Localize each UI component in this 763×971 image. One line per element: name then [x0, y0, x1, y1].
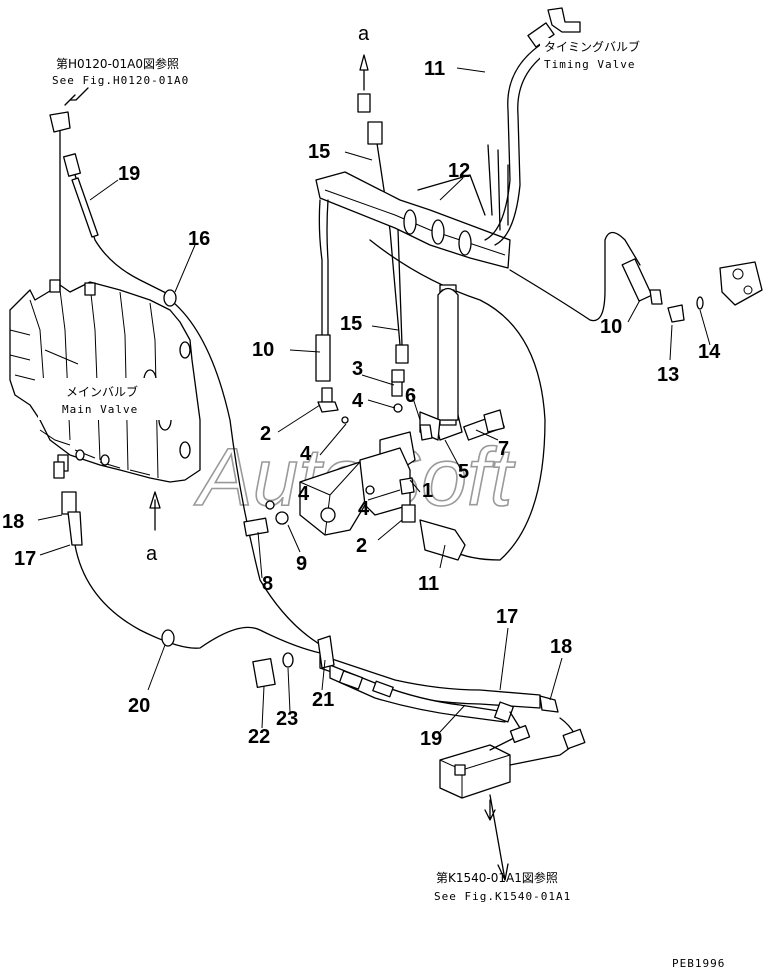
callout: 22 — [248, 726, 270, 748]
callout: 20 — [128, 695, 150, 717]
main-valve-label-en: Main Valve — [62, 403, 138, 416]
callout: 6 — [405, 385, 416, 407]
callout: 23 — [276, 708, 298, 730]
drawing-code: PEB1996 — [672, 957, 725, 970]
callout: 19 — [420, 728, 442, 750]
callout: 4 — [358, 498, 370, 520]
callout: 12 — [448, 160, 470, 182]
callout-numbers: 11 15 12 19 16 15 10 10 13 14 3 6 4 2 4 … — [2, 58, 721, 750]
callout: 1 — [422, 480, 433, 502]
callout: 8 — [262, 573, 273, 595]
callout: 15 — [340, 313, 362, 335]
callout: 13 — [657, 364, 679, 386]
main-valve-label-jp: メインバルブ — [66, 384, 138, 399]
callout: 17 — [496, 606, 518, 628]
connection-label-a-bottom: a — [146, 543, 158, 565]
callout: 18 — [550, 636, 572, 658]
callout: 2 — [260, 423, 271, 445]
callout: 11 — [418, 573, 439, 595]
ref-bottom-en: See Fig.K1540-01A1 — [434, 890, 571, 903]
callout: 15 — [308, 141, 330, 163]
main-valve-body: メインバルブ Main Valve — [9, 279, 201, 483]
callout: 2 — [356, 535, 367, 557]
callout: 4 — [298, 483, 310, 505]
connection-label-a-top: a — [358, 23, 370, 45]
callout: 5 — [458, 461, 469, 483]
timing-valve-label-en: Timing Valve — [544, 58, 635, 71]
callout: 7 — [498, 438, 509, 460]
callout: 3 — [352, 358, 363, 380]
ref-top-jp: 第H0120-01A0図参照 — [56, 56, 179, 71]
callout: 10 — [252, 339, 274, 361]
figure-references: 第H0120-01A0図参照 See Fig.H0120-01A0 第K1540… — [52, 23, 725, 970]
ref-top-en: See Fig.H0120-01A0 — [52, 74, 189, 87]
callout: 18 — [2, 511, 24, 533]
callout: 16 — [188, 228, 210, 250]
callout: 11 — [424, 58, 445, 80]
callout: 19 — [118, 163, 140, 185]
callout: 14 — [698, 341, 721, 363]
timing-valve-label-jp: タイミングバルブ — [544, 39, 640, 54]
callout: 10 — [600, 316, 622, 338]
callout: 21 — [312, 689, 334, 711]
hoses-and-pipes: タイミングバルブ Timing Valve — [37, 7, 763, 881]
callout: 4 — [352, 390, 364, 412]
callout: 4 — [300, 443, 312, 465]
callout: 17 — [14, 548, 36, 570]
callout: 9 — [296, 553, 307, 575]
ref-bottom-jp: 第K1540-01A1図参照 — [436, 870, 558, 885]
